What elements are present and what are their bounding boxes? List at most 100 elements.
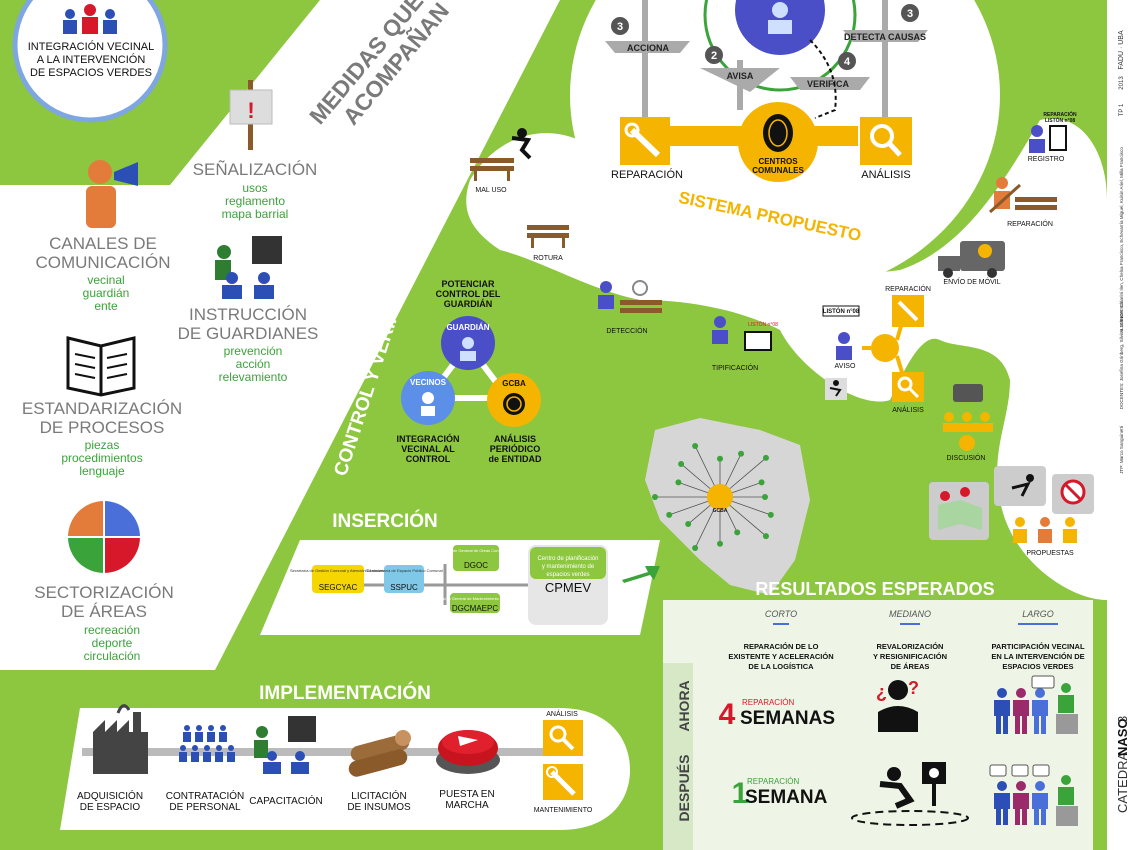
neighbors-group-icon xyxy=(1013,517,1077,543)
megaphone-icon xyxy=(86,160,138,228)
cpmev-desc-1: Centro de planificación xyxy=(537,556,598,562)
guardian-ring xyxy=(703,0,857,92)
instruccion-item: relevamiento xyxy=(219,370,288,384)
largo-label: LARGO xyxy=(1022,609,1054,619)
resultados-title: RESULTADOS ESPERADOS xyxy=(755,579,994,599)
staff-icon xyxy=(179,725,235,762)
col3-line: ESPACIOS VERDES xyxy=(1002,662,1073,671)
step-number: 4 xyxy=(844,56,851,68)
reparacion-label: REPARACIÓN xyxy=(611,168,683,181)
credit-year: 2013 xyxy=(1119,76,1125,90)
analisis-impl-label: ANÁLISIS xyxy=(546,709,578,718)
gcba-seal-icon xyxy=(503,393,525,415)
analisis-label: ANÁLISIS xyxy=(861,168,911,181)
map-node xyxy=(678,460,685,467)
wrench-impl-icon xyxy=(546,766,576,796)
integracion-circle xyxy=(12,0,168,123)
ahora-number: 4 xyxy=(719,698,736,731)
liston-tag xyxy=(822,305,860,317)
acciona-banner xyxy=(605,41,690,53)
ahora-label: AHORA xyxy=(676,680,692,731)
sspuc-box xyxy=(384,565,424,593)
credit-num: 3 xyxy=(1115,716,1130,723)
step-label: DE ESPACIO xyxy=(80,802,141,813)
step-number: 3 xyxy=(617,21,623,33)
instruccion-title-2: DE GUARDIANES xyxy=(178,324,319,343)
cpmev-header xyxy=(530,547,606,579)
broken-bench-icon xyxy=(527,225,569,248)
tipificacion-label: TIPIFICACIÓN xyxy=(712,363,758,372)
step-label: DE PERSONAL xyxy=(169,802,241,813)
registro-icon xyxy=(1029,125,1067,153)
step-badge xyxy=(705,46,723,64)
despues-small: REPARACIÓN xyxy=(747,777,800,786)
credit-fadu: FADU · UBA xyxy=(1118,30,1125,70)
step-label: MARCHA xyxy=(445,800,489,811)
estand-title-2: DE PROCESOS xyxy=(40,418,165,437)
integracion-line3: DE ESPACIOS VERDES xyxy=(30,67,152,79)
wrench-icon xyxy=(624,122,661,158)
liston-label: LISTÓN n°08 xyxy=(748,321,778,328)
magnifier-small-icon xyxy=(897,376,920,399)
arrow-icon xyxy=(622,566,660,583)
step-number: 3 xyxy=(907,8,913,20)
canales-item: guardián xyxy=(83,286,130,300)
discusion-label: DISCUSIÓN xyxy=(947,453,986,462)
map-node xyxy=(717,540,723,547)
map-node xyxy=(692,545,699,552)
instruccion-title-1: INSTRUCCIÓN xyxy=(189,305,307,324)
credit-jtp: JTP: Marco Sanguinetti xyxy=(1119,426,1124,474)
canales-title-2: COMUNICACIÓN xyxy=(35,253,170,272)
integracion-line1: INTEGRACIÓN VECINAL xyxy=(28,40,155,53)
cpmev-desc-2: y mantenimiento de xyxy=(542,564,595,570)
dgcmaepc-box xyxy=(450,593,500,613)
dgoc-box xyxy=(453,545,499,571)
vecinos-label: VECINOS xyxy=(410,378,447,387)
ciclo-panel xyxy=(466,118,1107,600)
svg-text:?: ? xyxy=(908,678,919,698)
verifica-label: VERIFICA xyxy=(807,79,850,89)
col2-line: DE ÁREAS xyxy=(891,662,930,671)
credit-catedra: CATEDRA xyxy=(1115,752,1130,813)
repair-worker-icon xyxy=(988,177,1057,214)
map-pin-icon xyxy=(938,487,982,530)
bench-icon xyxy=(470,158,514,181)
potenciar-2: CONTROL DEL xyxy=(436,289,501,299)
credit-alumnos: ALUMNOS: Chiarini Ilen, Chelsa Francisco… xyxy=(1119,147,1124,333)
step-badge xyxy=(901,4,919,22)
truck-icon xyxy=(938,241,1005,278)
control-triangle xyxy=(421,340,515,401)
map-gcba-label: GCBA xyxy=(713,508,728,514)
analisis-cycle-label: ANÁLISIS xyxy=(892,405,924,414)
credit-docentes: DOCENTES: Josefina Grinberg, Silvina Sch… xyxy=(1119,300,1124,409)
integ-3: CONTROL xyxy=(406,454,451,464)
aviso-label: AVISO xyxy=(835,363,856,370)
gcba-label: GCBA xyxy=(502,379,526,388)
col3-line: PARTICIPACIÓN VECINAL xyxy=(991,642,1084,651)
col1-line: DE LA LOGÍSTICA xyxy=(748,662,814,671)
corto-label: CORTO xyxy=(765,609,797,619)
verifica-banner xyxy=(790,77,870,90)
map-node xyxy=(666,511,673,518)
map-node xyxy=(762,533,769,540)
sspuc-desc: Subsecretaría de Espacio Público Comunal xyxy=(365,568,442,573)
despues-label-group: DESPUÉS xyxy=(676,755,692,822)
people-group-icon xyxy=(63,4,117,34)
estand-item: piezas xyxy=(85,438,120,452)
step-number: 2 xyxy=(711,50,717,62)
sector-item: circulación xyxy=(84,649,141,663)
segcyac-box xyxy=(312,565,364,593)
map-node xyxy=(685,521,692,528)
integ-1: INTEGRACIÓN xyxy=(397,433,460,444)
map-node xyxy=(762,454,769,461)
credit-naso: NASO xyxy=(1115,718,1130,756)
sector-title-1: SECTORIZACIÓN xyxy=(34,583,173,602)
integ-2: VECINAL AL xyxy=(401,444,455,454)
potenciar-3: GUARDIÁN xyxy=(444,299,493,309)
map-node xyxy=(717,455,723,462)
liston-tag-label: LISTÓN n°08 xyxy=(823,307,860,315)
registro-title-2: LISTÓN n°08 xyxy=(1045,116,1076,124)
avisa-label: AVISA xyxy=(727,71,754,81)
magnifier-impl-icon xyxy=(549,725,575,751)
